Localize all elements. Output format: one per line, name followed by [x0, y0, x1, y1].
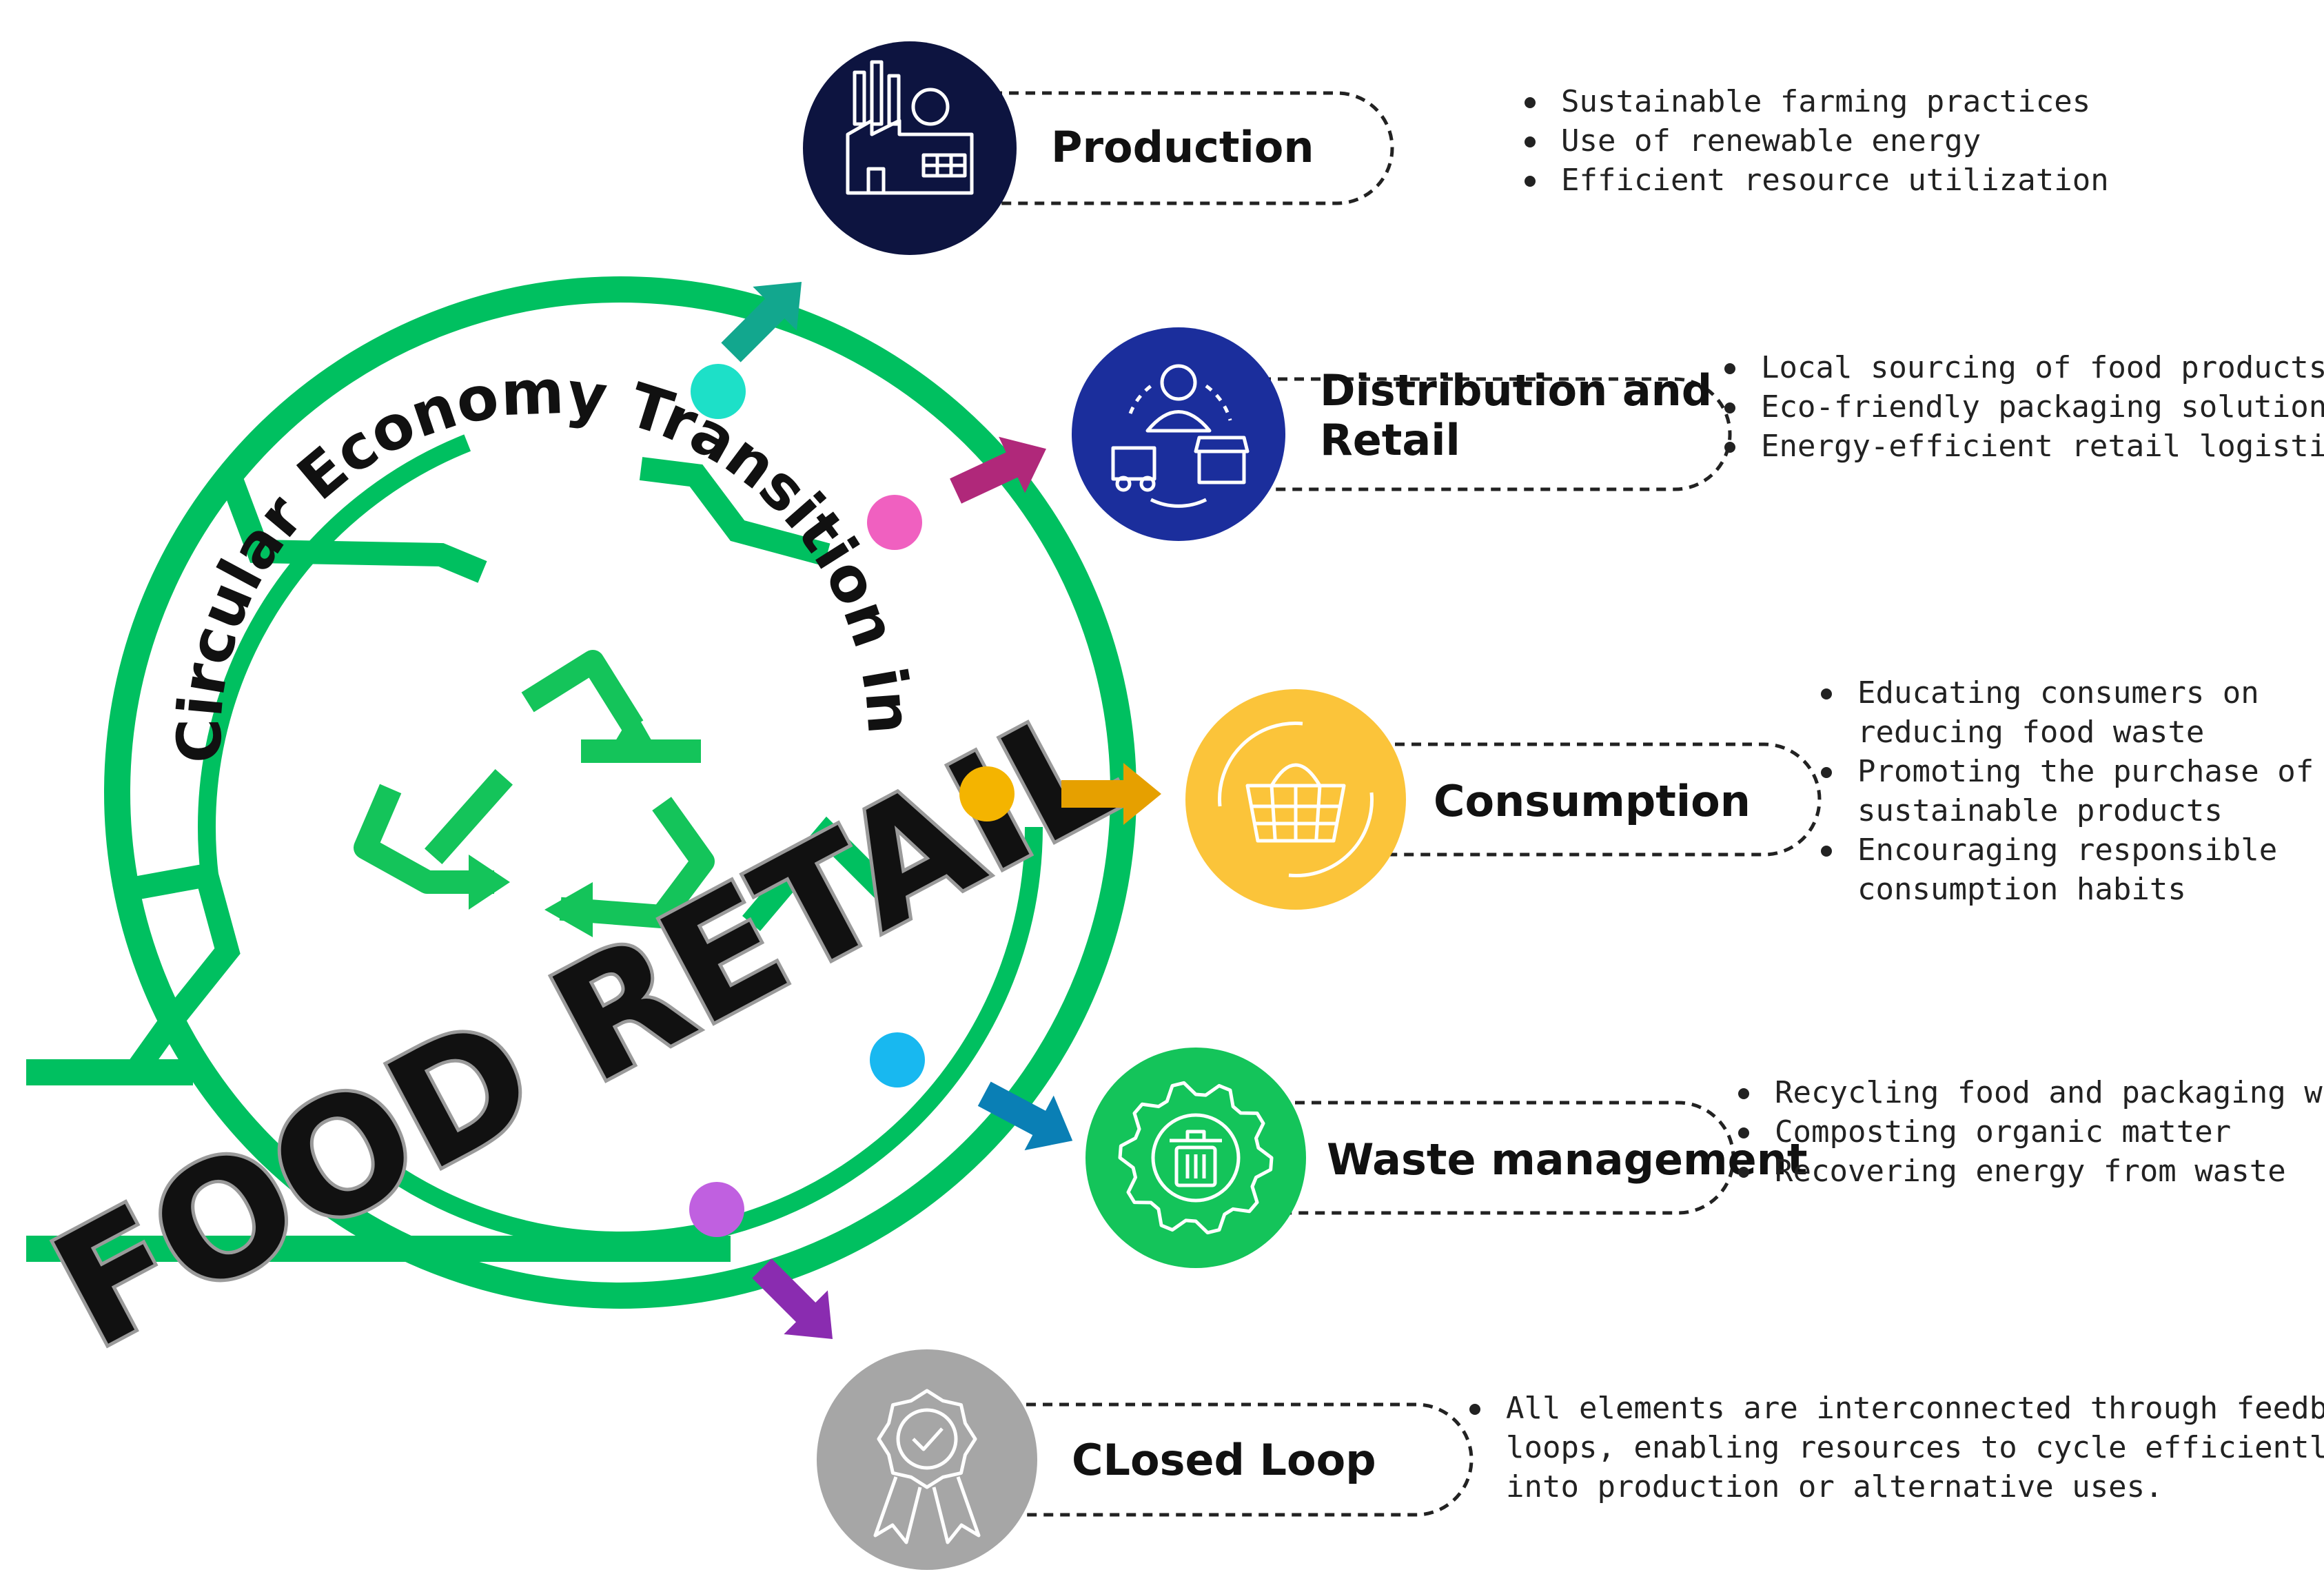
arrow-icon	[950, 436, 1046, 504]
stage-title: Waste management	[1327, 1134, 1807, 1185]
bullet-text: reducing food waste	[1857, 715, 2204, 750]
stage-pill	[1196, 1101, 1735, 1215]
inner-zigzag-right-lower	[742, 816, 898, 931]
bullet-text: Use of renewable energy	[1561, 123, 1981, 159]
stage-circle	[817, 1349, 1037, 1570]
award-badge-icon	[873, 1389, 981, 1544]
stage-production: Production Sustainable farming practicesU…	[691, 41, 2109, 419]
bullet-text: Eco-friendly packaging solutions	[1761, 389, 2324, 425]
stage-circle	[803, 41, 1017, 255]
trash-gear-icon	[1118, 1081, 1274, 1235]
bullet-dot	[1724, 402, 1735, 413]
stage-consumption: Consumption Educating consumers on reducin…	[959, 675, 2314, 910]
stage-dot	[959, 766, 1015, 821]
bullet-dot	[1724, 442, 1735, 453]
bullet-text: All elements are interconnected through …	[1506, 1391, 2324, 1426]
stage-title-line: Distribution and	[1320, 365, 1712, 416]
bullet-dot	[1525, 176, 1536, 187]
bullet-dot	[1525, 136, 1536, 147]
stage-dot	[870, 1032, 925, 1087]
stage-title-line: CLosed Loop	[1072, 1435, 1376, 1485]
inner-zigzag-top	[216, 464, 487, 583]
stage-title-line: Retail	[1320, 415, 1460, 465]
arrow-icon	[977, 1081, 1073, 1151]
factory-icon	[846, 60, 974, 195]
bullet-text: Recovering energy from waste	[1775, 1154, 2286, 1189]
stage-title-line: Production	[1051, 122, 1314, 172]
bullet-text: into production or alternative uses.	[1506, 1469, 2163, 1504]
bullet-dot	[1821, 688, 1832, 699]
stage-circle	[1072, 327, 1285, 541]
bullet-text: Composting organic matter	[1775, 1114, 2231, 1150]
bullet-dot	[1724, 363, 1735, 374]
arrow-icon	[1061, 763, 1161, 825]
stage-title: CLosed Loop	[1072, 1435, 1376, 1485]
bullet-dot	[1469, 1404, 1480, 1415]
bullet-text: consumption habits	[1857, 872, 2186, 907]
delivery-store-icon	[1111, 364, 1250, 508]
bullet-text: Educating consumers on	[1857, 675, 2259, 711]
inner-zigzag-right	[639, 457, 830, 566]
bullet-text: Local sourcing of food products	[1761, 350, 2324, 385]
bullet-text: loops, enabling resources to cycle effic…	[1506, 1430, 2324, 1465]
stage-dot	[867, 495, 922, 550]
stage-pill	[1179, 377, 1732, 491]
stage-dot	[689, 1182, 744, 1237]
stage-title: Production	[1051, 122, 1314, 172]
stage-title-line: Waste management	[1327, 1134, 1807, 1185]
stage-dot	[691, 364, 746, 419]
stage-title-line: Consumption	[1434, 776, 1751, 826]
bullet-text: Promoting the purchase of	[1857, 754, 2314, 789]
bullet-text: Sustainable farming practices	[1561, 84, 2090, 119]
bullet-dot	[1738, 1167, 1749, 1178]
inner-circle	[198, 405, 1043, 1249]
bullet-text: Energy-efficient retail logistics	[1761, 429, 2324, 464]
arrow-icon	[721, 281, 802, 362]
stage-pill	[910, 91, 1394, 205]
stage-closed-loop: CLosed Loop All elements are interconnect…	[689, 1182, 2324, 1570]
recycle-icon	[354, 650, 715, 937]
bullet-text: Efficient resource utilization	[1561, 163, 2109, 198]
bullet-dot	[1525, 97, 1536, 108]
stage-pill	[1296, 742, 1822, 857]
bullet-text: Encouraging responsible	[1857, 833, 2277, 868]
stage-title: Consumption	[1434, 776, 1751, 826]
bullet-text: sustainable products	[1857, 793, 2223, 828]
stage-waste: Waste management Recycling food and packa…	[870, 1032, 2324, 1268]
bullet-dot	[1738, 1127, 1749, 1138]
bullet-dot	[1821, 846, 1832, 857]
arrow-icon	[752, 1258, 833, 1340]
bullet-dot	[1821, 767, 1832, 778]
bullet-text: Recycling food and packaging waste	[1775, 1075, 2324, 1110]
stages-layer: Production Sustainable farming practicesU…	[689, 41, 2324, 1570]
shopping-basket-icon	[1218, 722, 1374, 877]
bullet-dot	[1738, 1088, 1749, 1099]
